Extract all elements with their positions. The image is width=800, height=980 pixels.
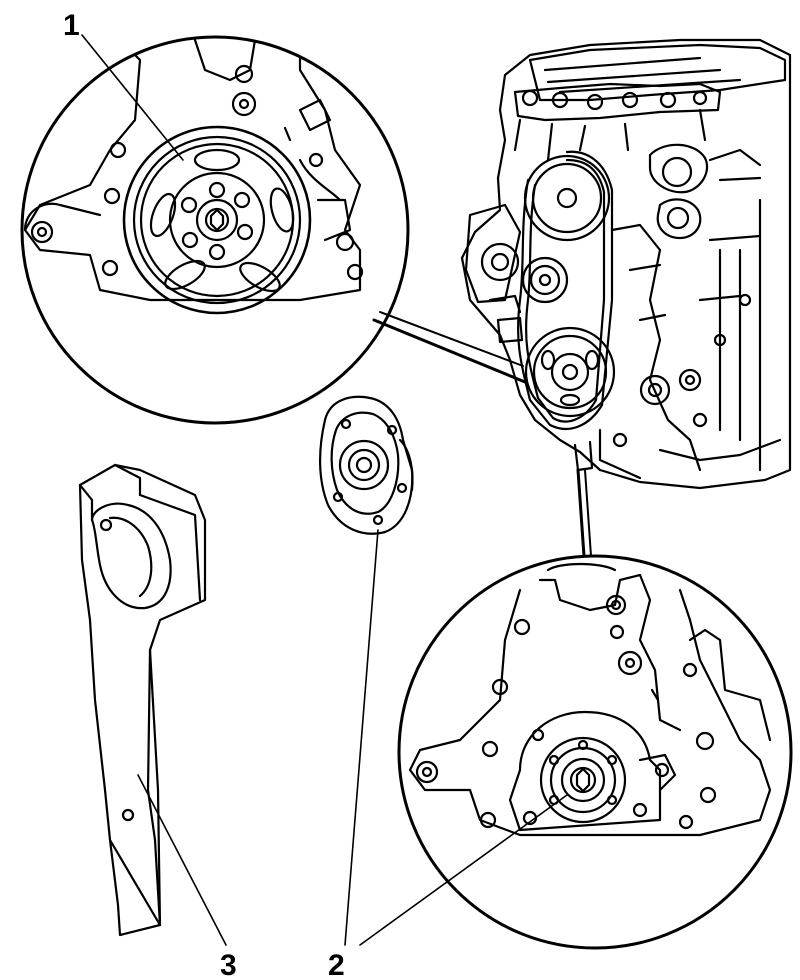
connector-top [372,311,527,384]
callout-2: 2 [328,949,345,980]
detail-view-crankshaft-pulley [20,35,410,425]
detail-view-oil-pump [397,554,793,950]
crankshaft-holding-tool [78,463,207,937]
oil-pump-cover-part [319,395,414,535]
leader-lines [81,34,568,946]
callout-3: 3 [220,949,237,980]
callout-1: 1 [63,9,80,42]
connector-bottom [576,468,592,558]
engine-block [460,38,792,490]
